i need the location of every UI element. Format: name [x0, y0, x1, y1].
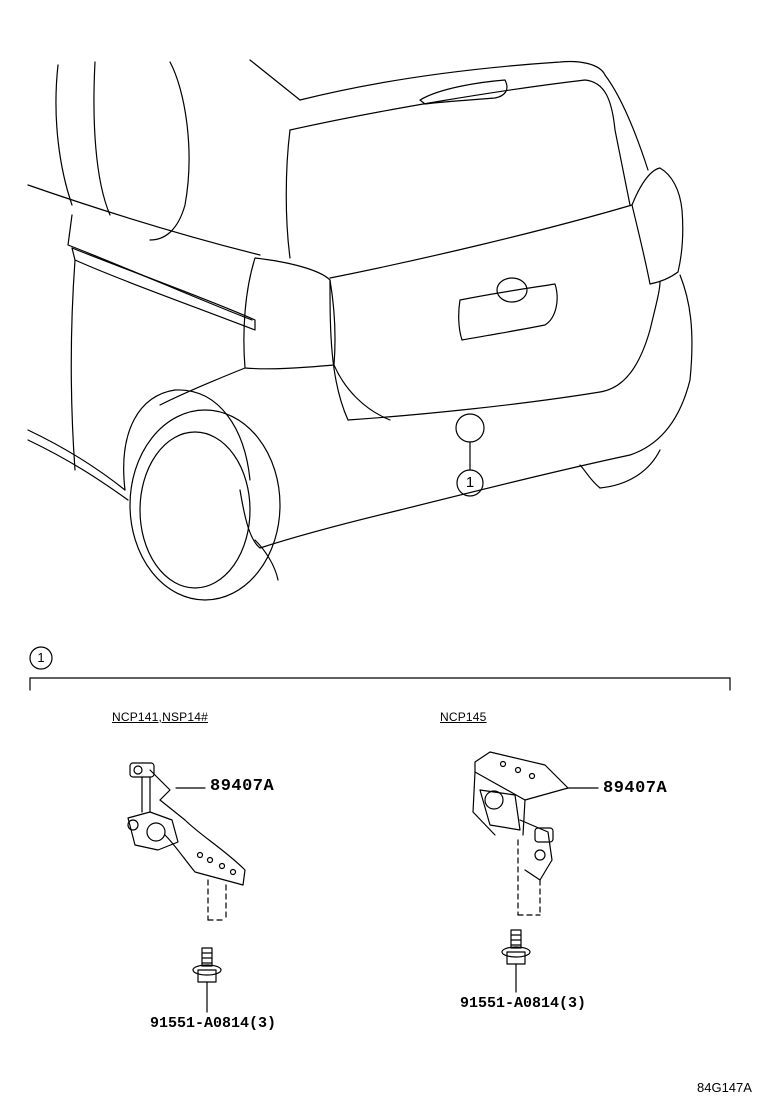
- right-bolt-drawing: [501, 929, 531, 993]
- right-variant-model-label: NCP145: [440, 710, 487, 724]
- left-height-sensor-drawing: [127, 762, 246, 921]
- callout-1-circle: [456, 469, 484, 497]
- right-bolt-part-number[interactable]: 91551-A0814(3): [460, 995, 587, 1012]
- section-bracket: [29, 646, 731, 691]
- sensor-location-marker: [455, 413, 485, 443]
- right-part-number[interactable]: 89407A: [603, 779, 668, 798]
- car-rear-illustration: [27, 59, 693, 601]
- callout-1-number[interactable]: 1: [465, 474, 475, 491]
- left-variant-model-label: NCP141,NSP14#: [112, 710, 208, 724]
- left-bolt-part-number[interactable]: 91551-A0814(3): [150, 1015, 277, 1032]
- section-1-marker: 1: [37, 650, 45, 665]
- left-bolt-drawing: [192, 947, 222, 1013]
- right-height-sensor-drawing: [472, 751, 599, 916]
- diagram-code: 84G147A: [697, 1080, 752, 1095]
- left-part-number[interactable]: 89407A: [210, 777, 275, 796]
